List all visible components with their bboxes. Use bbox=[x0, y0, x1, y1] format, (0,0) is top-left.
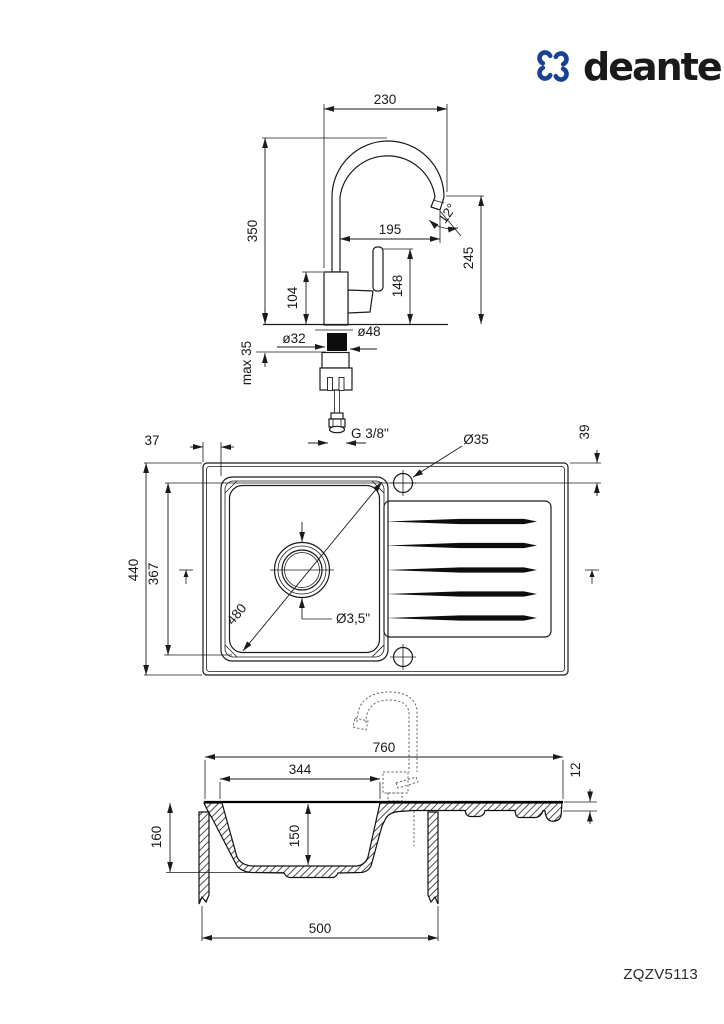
dim-rim-to-hole: 39 bbox=[570, 424, 601, 496]
cabinet-right-wall bbox=[427, 811, 439, 905]
dim-drain-diameter-label: Ø3,5" bbox=[336, 611, 370, 626]
bowl-rim bbox=[220, 476, 389, 662]
cabinet-left-wall bbox=[198, 811, 210, 905]
dim-bowl-width-label: 344 bbox=[289, 762, 312, 777]
dim-overall-depth-label: 440 bbox=[126, 559, 141, 582]
dim-shank-diameter: ø32 bbox=[277, 331, 325, 350]
dim-spout-reach-label: 195 bbox=[379, 222, 402, 237]
dim-max-counter-label: max 35 bbox=[239, 341, 254, 385]
dim-rim-to-hole-label: 39 bbox=[577, 424, 592, 439]
dim-supply-thread-label: G 3/8" bbox=[351, 426, 389, 441]
dim-spout-width-label: 230 bbox=[374, 92, 397, 107]
drainboard-groove bbox=[386, 615, 537, 621]
drainboard bbox=[383, 500, 552, 638]
dim-shank-diameter-label: ø32 bbox=[282, 331, 305, 346]
deante-logo: deante bbox=[537, 45, 723, 89]
dim-bowl-depth: 150 bbox=[287, 804, 311, 865]
dim-tap-hole-diameter-label: Ø35 bbox=[463, 432, 489, 447]
faucet-front-view: 230 350 195 245 148 104 12° bbox=[239, 92, 484, 446]
sink-inner-edge bbox=[206, 466, 565, 672]
drainboard-groove bbox=[386, 591, 537, 597]
dim-bowl-depth-label: 150 bbox=[287, 825, 302, 848]
dim-bowl-width: 344 bbox=[219, 762, 381, 799]
faucet-mounting-bracket bbox=[321, 351, 350, 369]
dim-edge-thickness: 12 bbox=[563, 762, 597, 824]
tap-hole-top bbox=[390, 470, 416, 496]
dim-bowl-diagonal-label: 480 bbox=[224, 601, 250, 628]
faucet-handle-hub bbox=[347, 289, 374, 314]
centerline-mark-left bbox=[179, 569, 193, 584]
dim-tap-hole-diameter: Ø35 bbox=[412, 432, 489, 478]
sink-section-view: 760 344 12 160 150 500 bbox=[149, 691, 597, 941]
dim-hole-to-bowl-end-label: 367 bbox=[146, 563, 161, 586]
faucet-body bbox=[323, 271, 349, 326]
tap-hole-bottom bbox=[390, 644, 416, 670]
deante-logo-mark-icon bbox=[537, 50, 569, 82]
sink-outer-edge bbox=[202, 462, 569, 676]
dim-overall-length: 760 bbox=[204, 740, 564, 799]
drainboard-groove bbox=[386, 518, 537, 525]
dim-body-height: 104 bbox=[285, 272, 309, 324]
dim-base-diameter: ø48 bbox=[350, 324, 381, 352]
dim-total-height-label: 350 bbox=[245, 220, 260, 243]
dim-edge-thickness-label: 12 bbox=[568, 762, 583, 777]
sink-top-view: Ø3,5" 480 Ø35 bbox=[126, 424, 601, 676]
drainboard-groove bbox=[386, 567, 537, 573]
faucet-mounting-nut bbox=[319, 367, 353, 391]
drain-hole bbox=[270, 522, 334, 620]
dim-cabinet-width: 500 bbox=[201, 906, 439, 941]
dim-handle-height-label: 148 bbox=[390, 275, 405, 298]
centerline-mark-right bbox=[585, 569, 599, 584]
dim-rim-to-bowl: 37 bbox=[144, 433, 234, 476]
faucet-supply-hose bbox=[334, 390, 340, 413]
faucet-hose-fitting bbox=[328, 412, 346, 434]
dim-handle-height: 148 bbox=[390, 249, 413, 324]
faucet-outline bbox=[263, 140, 448, 434]
dim-supply-thread: G 3/8" bbox=[308, 426, 389, 446]
dim-overall-height: 160 bbox=[149, 803, 284, 873]
dim-outlet-height: 245 bbox=[461, 196, 484, 324]
faucet-spout bbox=[331, 140, 445, 273]
dim-spout-reach: 195 bbox=[340, 222, 440, 242]
dim-body-height-label: 104 bbox=[285, 286, 300, 309]
faucet-handle-lever bbox=[372, 246, 384, 292]
drainboard-groove bbox=[386, 542, 537, 549]
dim-base-diameter-label: ø48 bbox=[357, 324, 380, 339]
dim-spout-width: 230 bbox=[324, 92, 447, 112]
dim-cabinet-width-label: 500 bbox=[309, 921, 332, 936]
dim-overall-height-label: 160 bbox=[149, 826, 164, 849]
dim-overall-length-label: 760 bbox=[373, 740, 396, 755]
section-material-profile bbox=[203, 802, 563, 879]
deante-wordmark: deante bbox=[583, 45, 721, 89]
faucet-silhouette-dashed bbox=[352, 691, 419, 846]
faucet-mounting-seal bbox=[327, 333, 347, 351]
dim-outlet-height-label: 245 bbox=[461, 247, 476, 270]
faucet-extension-lines bbox=[256, 104, 484, 353]
dim-overall-depth: 440 bbox=[126, 462, 202, 676]
dim-total-height: 350 bbox=[245, 138, 268, 324]
dim-rim-to-bowl-label: 37 bbox=[144, 433, 159, 448]
product-code: ZQZV5113 bbox=[623, 966, 698, 983]
dim-max-counter: max 35 bbox=[239, 309, 268, 385]
dim-hole-to-bowl-end: 367 bbox=[146, 483, 232, 656]
